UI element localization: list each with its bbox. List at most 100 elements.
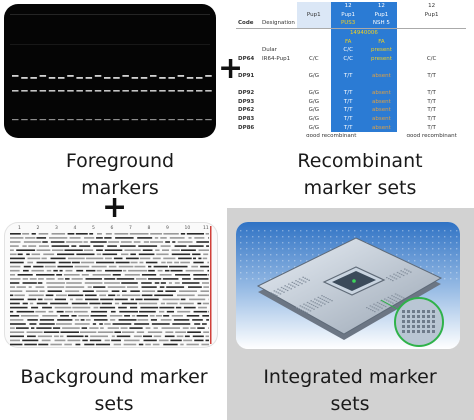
marker-segment: [174, 282, 180, 284]
chip-well: [399, 299, 401, 301]
background-dot: [414, 248, 416, 250]
chip-well: [318, 300, 320, 302]
background-dot: [324, 248, 326, 250]
gel-band: [168, 90, 175, 92]
background-dot: [270, 230, 272, 232]
marker-segment: [177, 241, 193, 243]
marker-segment: [182, 327, 189, 329]
background-dot: [258, 242, 260, 244]
marker-segment: [47, 286, 65, 288]
plus-sign-top: +: [218, 51, 244, 86]
marker-segment: [100, 298, 114, 301]
marker-segment: [113, 257, 123, 260]
chip-well: [301, 306, 304, 308]
gel-band: [12, 90, 19, 92]
marker-segment: [10, 306, 28, 309]
marker-segment: [128, 269, 148, 272]
marker-segment: [171, 249, 180, 251]
background-dot: [372, 236, 374, 238]
background-dot: [258, 260, 260, 262]
marker-segment: [99, 306, 116, 309]
marker-segment: [108, 241, 120, 243]
marker-segment: [90, 315, 107, 317]
chip-well: [399, 276, 401, 278]
chip-well: [284, 288, 287, 291]
marker-segment: [108, 294, 116, 297]
background-dot: [258, 266, 260, 268]
background-dot: [456, 242, 458, 244]
background-dot: [270, 254, 272, 256]
row-value: [297, 63, 331, 72]
chip-well: [293, 282, 296, 284]
background-dot: [246, 236, 248, 238]
marker-segment: [75, 233, 88, 235]
marker-segment: [111, 290, 120, 292]
magnified-well: [417, 325, 420, 328]
marker-segment: [22, 278, 29, 280]
marker-segment: [112, 323, 132, 325]
plus-sign-left: +: [102, 190, 128, 225]
background-dot: [432, 248, 434, 250]
marker-segment: [152, 343, 160, 346]
chip-well: [377, 309, 380, 311]
marker-segment: [192, 257, 196, 260]
chip-well: [286, 286, 288, 288]
row-value: G/G: [308, 73, 319, 80]
marker-segment: [10, 241, 21, 243]
bg-column-label: 9: [166, 225, 169, 231]
gel-band: [85, 119, 93, 121]
background-dot: [450, 266, 452, 268]
marker-segment: [197, 294, 209, 297]
marker-segment: [155, 249, 160, 251]
gel-band: [104, 119, 111, 121]
gel-band: [140, 119, 148, 121]
marker-segment: [23, 265, 31, 268]
marker-segment: [183, 306, 196, 309]
marker-segment: [188, 286, 202, 288]
marker-segment: [121, 282, 138, 284]
chip-well: [281, 290, 283, 292]
marker-segment: [10, 290, 23, 292]
marker-segment: [118, 265, 134, 268]
chip-well: [370, 309, 372, 311]
magnified-well: [412, 325, 415, 328]
marker-segment: [90, 241, 107, 243]
row-code: DP91: [238, 73, 255, 80]
chip-well: [298, 278, 301, 280]
table-cell: [296, 19, 331, 29]
marker-segment: [142, 290, 156, 292]
magnified-well: [427, 330, 430, 333]
marker-segment: [26, 253, 30, 256]
marker-segment: [145, 327, 151, 329]
background-dot: [252, 272, 254, 274]
chip-well: [408, 270, 410, 272]
row-designation: [260, 98, 297, 107]
marker-segment: [66, 241, 83, 243]
marker-segment: [27, 257, 41, 260]
marker-segment: [120, 245, 136, 247]
background-dot: [306, 236, 308, 238]
chip-well: [393, 299, 396, 301]
marker-segment: [192, 253, 201, 256]
magnified-well: [402, 310, 405, 313]
row-value: [397, 80, 466, 89]
background-dot: [384, 248, 386, 250]
magnified-well: [417, 320, 420, 323]
marker-segment: [194, 237, 205, 239]
marker-segment: [116, 278, 135, 280]
marker-segment: [165, 290, 176, 292]
marker-segment: [10, 233, 21, 235]
background-dot: [240, 272, 242, 274]
gel-band: [21, 77, 28, 79]
magnified-well: [422, 315, 425, 318]
marker-segment: [96, 290, 109, 292]
marker-segment: [140, 306, 159, 309]
background-dot: [360, 230, 362, 232]
background-dot: [294, 236, 296, 238]
background-dot: [258, 236, 260, 238]
bg-column-label: 2: [37, 225, 40, 231]
marker-segment: [124, 339, 140, 342]
gel-band: [205, 90, 212, 92]
marker-segment: [114, 233, 129, 235]
